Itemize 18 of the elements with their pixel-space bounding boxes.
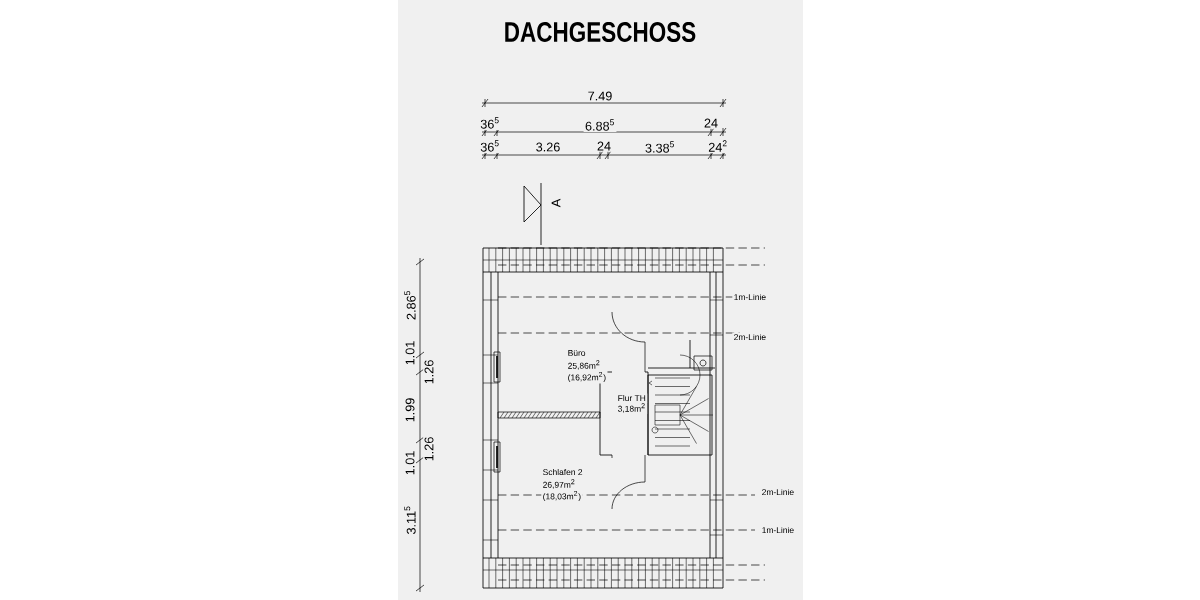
line-label: 1m-Linie [760, 525, 796, 535]
line-label: 1m-Linie [732, 292, 768, 302]
dimension-label: 3.26 [534, 141, 562, 153]
room-label: Büro [566, 348, 587, 358]
dimension-label: 24 [595, 140, 613, 152]
dimension-label: 1.26 [423, 435, 435, 463]
dimension-label: 1.26 [423, 358, 435, 386]
dimension-label: 1.99 [404, 396, 416, 424]
dimension-label: 1.01 [404, 449, 416, 477]
dimension-label: 24 [702, 117, 720, 129]
room-label: Flur TH [616, 393, 648, 403]
section-letter: A [550, 197, 562, 209]
dimension-label: 7.49 [586, 90, 614, 102]
room-label: Schlafen 2 [541, 467, 584, 477]
line-label: 2m-Linie [760, 487, 796, 497]
dimension-label: 1.01 [404, 339, 416, 367]
line-label: 2m-Linie [732, 332, 768, 342]
title: DACHGESCHOSS [505, 22, 696, 42]
